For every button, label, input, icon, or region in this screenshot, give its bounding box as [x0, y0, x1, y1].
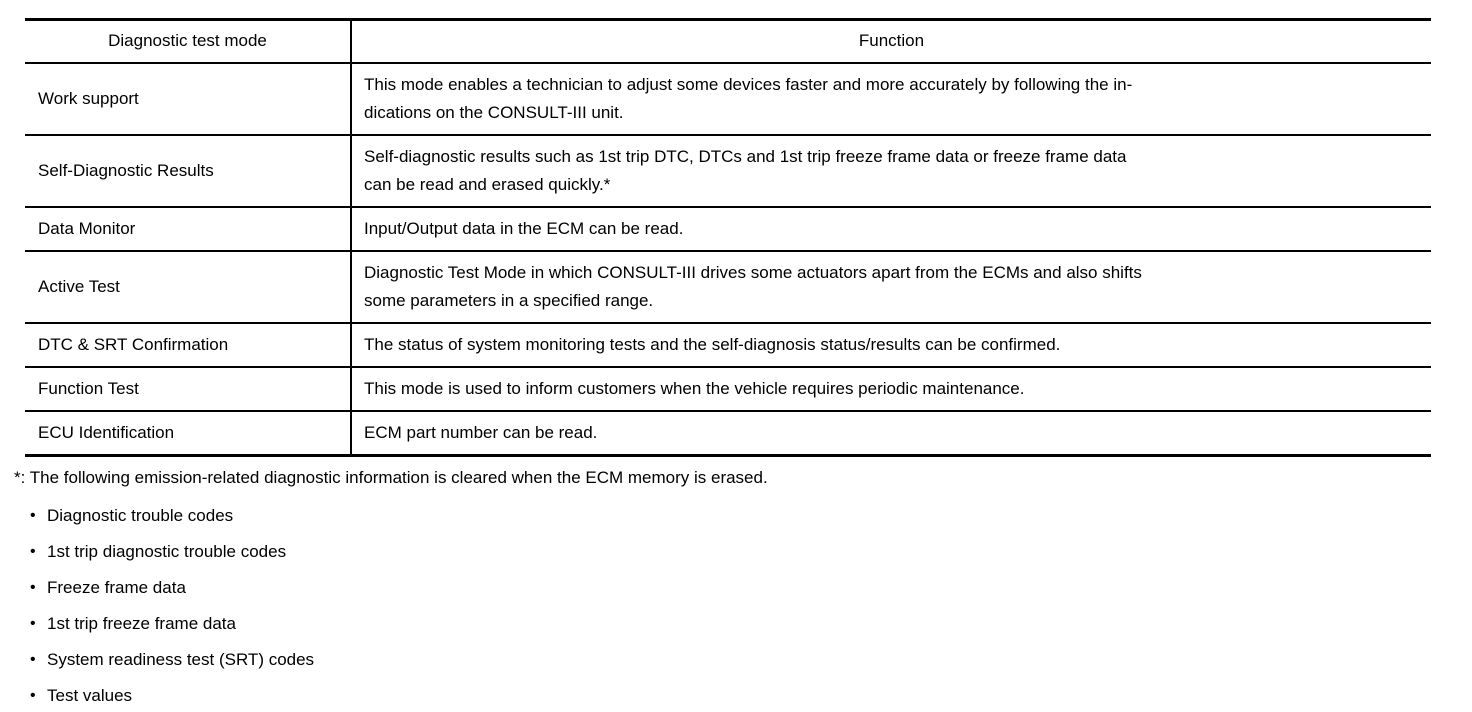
- list-item: • Freeze frame data: [30, 570, 1472, 606]
- bullet-icon: •: [30, 614, 36, 632]
- mode-cell: Self-Diagnostic Results: [25, 134, 352, 207]
- footnote: *: The following emission-related diagno…: [14, 467, 768, 487]
- list-item-text: 1st trip diagnostic trouble codes: [47, 541, 287, 561]
- table-header-row: Diagnostic test mode Function: [25, 19, 1431, 63]
- bullet-icon: •: [30, 650, 36, 668]
- list-item-text: System readiness test (SRT) codes: [47, 649, 315, 669]
- function-cell: This mode enables a technician to adjust…: [364, 74, 1133, 122]
- bullet-icon: •: [30, 542, 36, 560]
- list-item-text: Freeze frame data: [47, 577, 186, 597]
- diagnostic-test-mode-table: Diagnostic test mode Function Work suppo…: [25, 18, 1431, 457]
- function-cell: Self-diagnostic results such as 1st trip…: [364, 146, 1127, 194]
- function-cell: ECM part number can be read.: [364, 422, 598, 442]
- table-row: Work support This mode enables a technic…: [25, 62, 1431, 135]
- table-row: DTC & SRT Confirmation The status of sys…: [25, 322, 1431, 367]
- list-item: • Test values: [30, 678, 1472, 712]
- table-row: Active Test Diagnostic Test Mode in whic…: [25, 250, 1431, 323]
- column-header-diagnostic-test-mode: Diagnostic test mode: [25, 19, 352, 63]
- list-item: • 1st trip diagnostic trouble codes: [30, 534, 1472, 570]
- table-row: Data Monitor Input/Output data in the EC…: [25, 206, 1431, 251]
- mode-cell: Active Test: [25, 250, 352, 323]
- function-cell: Input/Output data in the ECM can be read…: [364, 218, 684, 238]
- table-row: Self-Diagnostic Results Self-diagnostic …: [25, 134, 1431, 207]
- bullet-icon: •: [30, 578, 36, 596]
- list-item: • Diagnostic trouble codes: [30, 498, 1472, 534]
- mode-cell: DTC & SRT Confirmation: [25, 322, 352, 367]
- function-cell: The status of system monitoring tests an…: [364, 334, 1061, 354]
- mode-cell: Work support: [25, 62, 352, 135]
- mode-cell: ECU Identification: [25, 410, 352, 455]
- list-item: • 1st trip freeze frame data: [30, 606, 1472, 642]
- column-header-function: Function: [858, 31, 925, 51]
- bullet-icon: •: [30, 686, 36, 704]
- table-row: ECU Identification ECM part number can b…: [25, 410, 1431, 455]
- list-item-text: Diagnostic trouble codes: [47, 505, 234, 525]
- list-item-text: 1st trip freeze frame data: [47, 613, 236, 633]
- table-row: Function Test This mode is used to infor…: [25, 366, 1431, 411]
- mode-cell: Function Test: [25, 366, 352, 411]
- mode-cell: Data Monitor: [25, 206, 352, 251]
- bullet-list: • Diagnostic trouble codes • 1st trip di…: [30, 498, 1472, 712]
- list-item-text: Test values: [47, 685, 133, 705]
- function-cell: This mode is used to inform customers wh…: [364, 378, 1025, 398]
- function-cell: Diagnostic Test Mode in which CONSULT-II…: [364, 262, 1142, 310]
- bullet-icon: •: [30, 506, 36, 524]
- list-item: • System readiness test (SRT) codes: [30, 642, 1472, 678]
